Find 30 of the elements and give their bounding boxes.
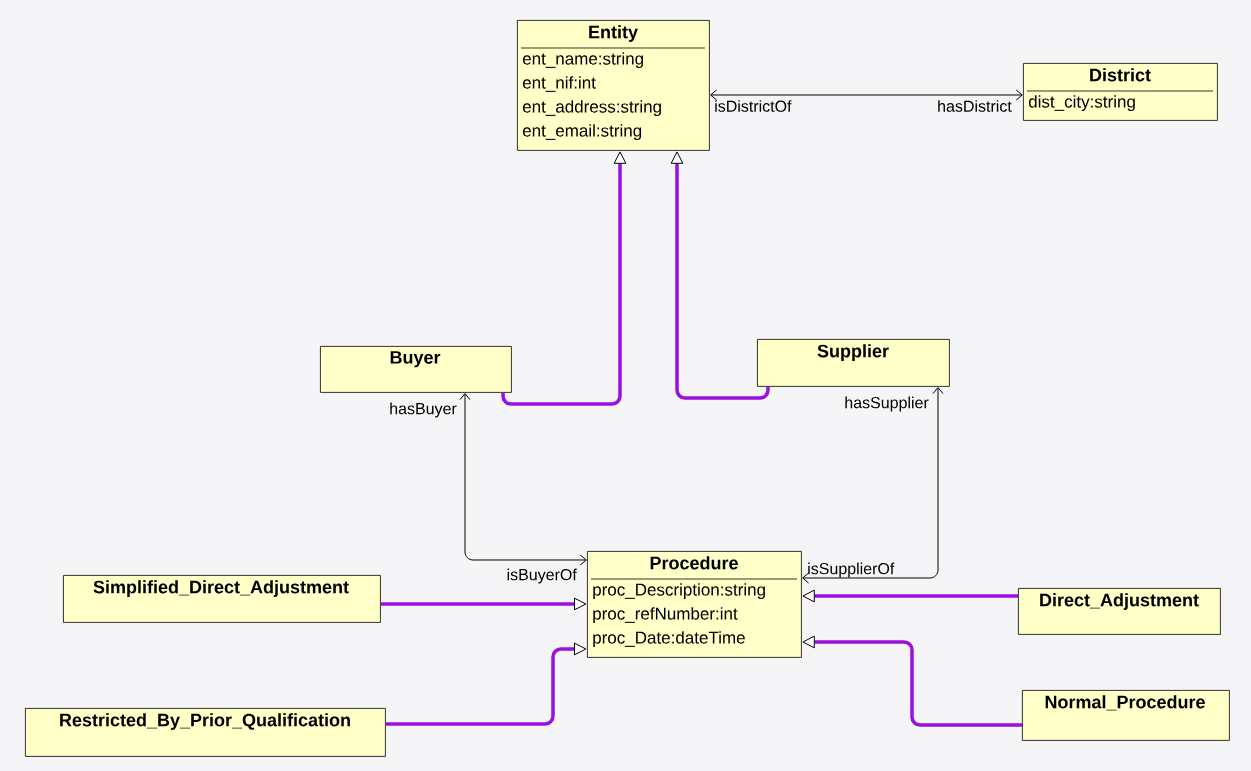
class-name: Normal_Procedure	[1045, 695, 1205, 711]
attribute-text: ent_nif:int	[522, 76, 596, 92]
inheritance-arrow	[802, 589, 1018, 603]
attribute-text: proc_Description:string	[593, 583, 765, 600]
class-name: Direct_Adjustment	[1040, 593, 1199, 610]
attribute-text: dist_city:string	[1028, 95, 1135, 112]
attribute-text: proc_refNumber:int	[593, 607, 738, 624]
inheritance-arrow	[385, 642, 587, 726]
class-name: Procedure	[650, 556, 738, 570]
inheritance-arrow	[802, 635, 1022, 727]
role-label: hasDistrict	[938, 100, 1012, 112]
association-arrow	[710, 89, 1023, 101]
inheritance-arrow	[380, 597, 587, 611]
association-arrow	[802, 387, 944, 584]
class-name: Restricted_By_Prior_Qualification	[60, 713, 350, 730]
role-label: isBuyerOf	[507, 568, 577, 584]
attribute-text: ent_address:string	[522, 100, 661, 117]
attribute-text: ent_email:string	[522, 124, 642, 141]
role-label: isDistrictOf	[715, 100, 792, 112]
class-name: District	[1090, 68, 1151, 82]
association-arrow	[459, 393, 587, 566]
class-name: Simplified_Direct_Adjustment	[93, 580, 349, 597]
role-label: hasBuyer	[390, 402, 457, 418]
class-name: Buyer	[390, 351, 441, 368]
attribute-text: ent_name:string	[522, 52, 643, 69]
class-name: Entity	[589, 25, 638, 42]
class-name: Supplier	[817, 344, 889, 361]
role-label: hasSupplier	[845, 396, 929, 412]
attribute-text: proc_Date:dateTime	[593, 631, 745, 648]
role-label: isSupplierOf	[808, 562, 895, 578]
